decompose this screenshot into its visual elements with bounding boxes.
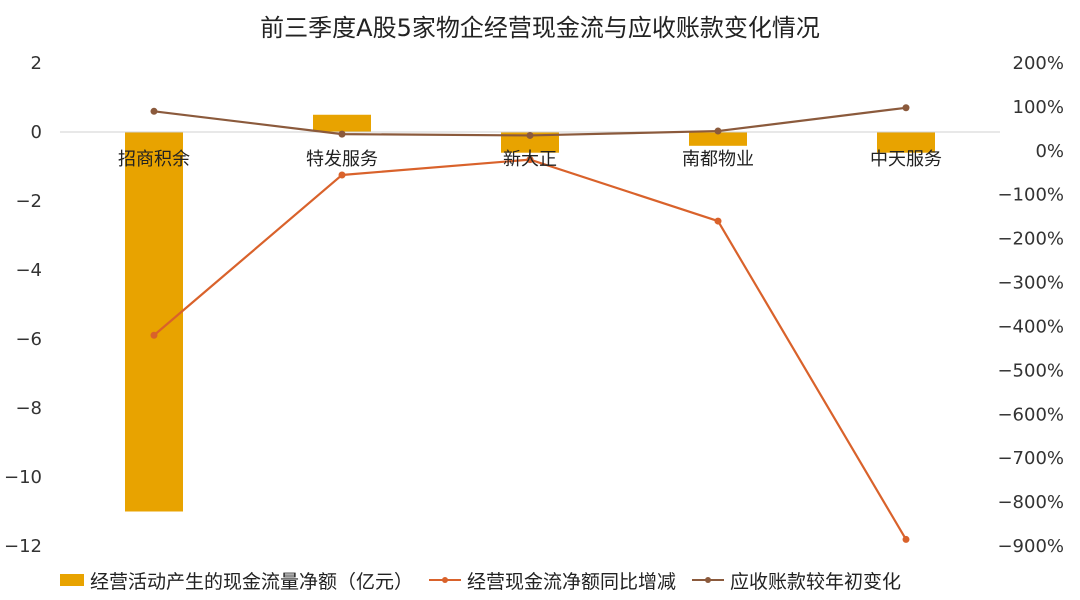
legend-label: 经营现金流净额同比增减: [467, 570, 677, 593]
cashflow-yoy-point: [150, 331, 158, 339]
bar: [501, 132, 559, 153]
legend-swatch: [60, 574, 84, 586]
y-right-tick-label: 0%: [1035, 141, 1064, 162]
bar: [689, 132, 747, 146]
receivable-change-point: [714, 127, 722, 135]
y-left-tick-label: −8: [15, 398, 42, 419]
legend-item-receivable-change: 应收账款较年初变化: [692, 567, 901, 594]
y-right-tick-label: 100%: [1013, 97, 1064, 118]
cashflow-yoy-point: [714, 217, 722, 225]
y-left-tick-label: 0: [31, 122, 42, 143]
legend-label: 经营活动产生的现金流量净额（亿元）: [90, 570, 414, 593]
y-right-tick-label: −800%: [997, 492, 1064, 513]
y-left-tick-label: −4: [15, 260, 42, 281]
y-right-tick-label: −200%: [997, 229, 1064, 250]
y-left-tick-label: −10: [4, 467, 42, 488]
bar: [313, 114, 371, 132]
y-left-tick-label: −12: [4, 536, 42, 557]
category-label: 招商积余: [118, 149, 190, 170]
legend-item-cashflow-yoy: 经营现金流净额同比增减: [429, 567, 676, 594]
legend-swatch: [429, 574, 462, 586]
receivable-change-line: [153, 106, 907, 137]
bar: [125, 132, 183, 512]
category-label: 新大正: [503, 149, 557, 170]
y-right-tick-label: −900%: [997, 536, 1064, 557]
receivable-change-point: [902, 104, 910, 112]
receivable-change-point: [338, 130, 346, 138]
chart-title: 前三季度A股5家物企经营现金流与应收账款变化情况: [260, 14, 820, 42]
y-right-tick-label: 200%: [1013, 53, 1064, 74]
legend-swatch: [692, 574, 725, 586]
receivable-change-point: [526, 131, 534, 139]
y-right-tick-label: −600%: [997, 404, 1064, 425]
category-label: 中天服务: [870, 149, 942, 170]
category-label: 特发服务: [306, 149, 378, 170]
legend-label: 应收账款较年初变化: [730, 570, 902, 593]
y-right-tick-label: −400%: [997, 316, 1064, 337]
cashflow-yoy-point: [526, 156, 534, 164]
receivable-change-point: [150, 107, 158, 115]
y-left-tick-label: 2: [31, 53, 42, 74]
cashflow-yoy-point: [902, 535, 910, 543]
cashflow-yoy-line: [153, 158, 907, 540]
legend: 经营活动产生的现金流量净额（亿元） 经营现金流净额同比增减 应收账款较年初变化: [60, 566, 1040, 594]
legend-item-cashflow-net: 经营活动产生的现金流量净额（亿元）: [60, 567, 413, 594]
bar: [877, 132, 935, 153]
category-label: 南都物业: [682, 149, 754, 170]
y-right-tick-label: −300%: [997, 273, 1064, 294]
cashflow-yoy-point: [338, 171, 346, 179]
chart-canvas: 2 0 −2 −4 −6 −8 −10 −12 200% 100% 0% −100% −200% −300…: [4, 53, 1064, 557]
y-right-tick-label: −700%: [997, 448, 1064, 469]
y-right-tick-label: −100%: [997, 185, 1064, 206]
y-left-tick-label: −6: [15, 329, 42, 350]
y-right-tick-label: −500%: [997, 360, 1064, 381]
y-left-tick-label: −2: [15, 191, 42, 212]
